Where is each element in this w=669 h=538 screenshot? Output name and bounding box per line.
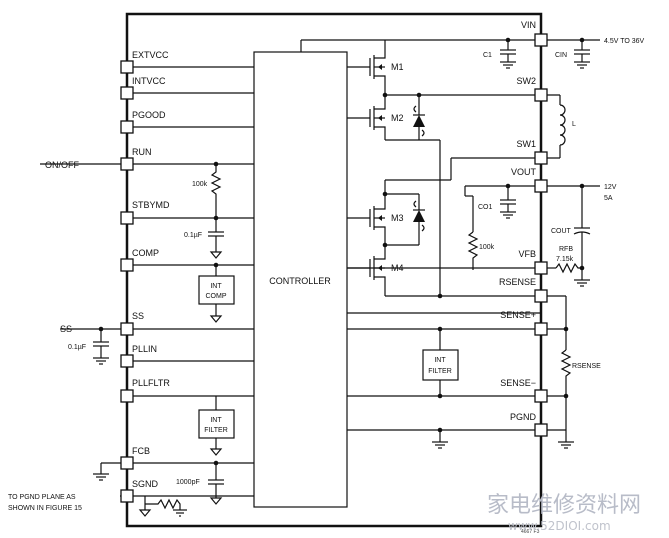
ss-external-label: SS <box>60 324 72 334</box>
figure-code: 4667 F3 <box>521 529 540 535</box>
pin-fcb: FCB <box>132 446 150 456</box>
on-off-label: ON/OFF <box>45 160 79 170</box>
pin-vout: VOUT <box>511 167 537 177</box>
cout-label: COUT <box>551 228 572 235</box>
c-stby-label: 0.1µF <box>184 232 202 239</box>
input-voltage-label: 4.5V TO 36V <box>604 38 645 45</box>
rfb-label: RFB <box>559 246 573 253</box>
pin-pllin: PLLIN <box>132 344 157 354</box>
int-comp-line2: COMP <box>206 293 227 300</box>
pin-vin: VIN <box>521 20 536 30</box>
pgnd-note-line1: TO PGND PLANE AS <box>8 494 76 501</box>
pin-comp: COMP <box>132 248 159 258</box>
pgnd-note-line2: SHOWN IN FIGURE 15 <box>8 505 82 512</box>
int-filter-left-line2: FILTER <box>204 427 228 434</box>
c-ss-label: 0.1µF <box>68 344 86 351</box>
pin-ss: SS <box>132 311 144 321</box>
watermark-text: 家电维修资料网 <box>487 493 641 518</box>
pin-extvcc: EXTVCC <box>132 50 169 60</box>
ic-outline <box>125 12 543 528</box>
r-100k-right-label: 100k <box>479 244 495 251</box>
mosfet-m1-label: M1 <box>391 62 404 72</box>
pin-rsense: RSENSE <box>499 277 536 287</box>
pin-stbymd: STBYMD <box>132 200 170 210</box>
co1-label: CO1 <box>478 204 493 211</box>
r-100k-left-label: 100k <box>192 181 208 188</box>
pin-vfb: VFB <box>518 249 536 259</box>
c1-label: C1 <box>483 52 492 59</box>
pin-pgood: PGOOD <box>132 110 166 120</box>
mosfet-m4-label: M4 <box>391 263 404 273</box>
pin-sw2: SW2 <box>516 76 536 86</box>
inductor-label: L <box>572 121 576 128</box>
mosfet-m2-label: M2 <box>391 113 404 123</box>
int-filter-left-line1: INT <box>210 417 222 424</box>
cin-label: CIN <box>555 52 567 59</box>
int-filter-right-line2: FILTER <box>428 368 452 375</box>
output-voltage-label: 12V <box>604 184 617 191</box>
pin-sgnd: SGND <box>132 479 159 489</box>
pin-pgnd: PGND <box>510 412 537 422</box>
mosfet-m3-label: M3 <box>391 213 404 223</box>
rsense-label: RSENSE <box>572 363 601 370</box>
pin-run: RUN <box>132 147 152 157</box>
int-filter-right-line1: INT <box>434 357 446 364</box>
pin-sw1: SW1 <box>516 139 536 149</box>
pin-sense-minus: SENSE− <box>500 378 536 388</box>
output-current-label: 5A <box>604 195 613 202</box>
rfb-value-label: 7.15k <box>556 256 574 263</box>
c-1000pf-label: 1000pF <box>176 479 200 486</box>
pin-intvcc: INTVCC <box>132 76 166 86</box>
int-comp-line1: INT <box>210 283 222 290</box>
pin-pllfltr: PLLFLTR <box>132 378 170 388</box>
controller-label: CONTROLLER <box>269 276 331 286</box>
pin-sense-plus: SENSE+ <box>500 310 536 320</box>
watermark-url: www.52DIOI.com <box>508 519 611 533</box>
